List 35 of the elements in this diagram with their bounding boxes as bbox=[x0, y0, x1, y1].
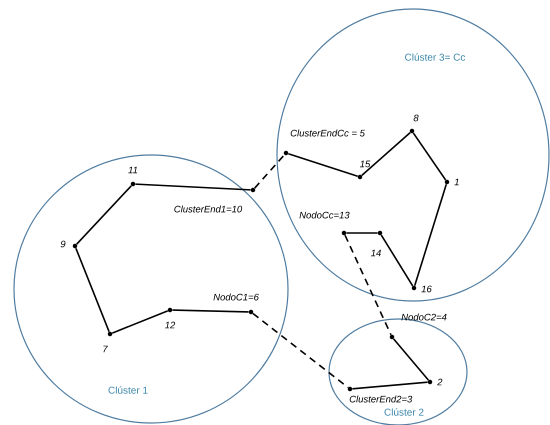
vertex-label: NodoC1=6 bbox=[214, 294, 259, 300]
path-segment bbox=[412, 132, 446, 180]
vertex-label: NodoC2=4 bbox=[402, 314, 447, 320]
cluster-label: Clúster 3= Cc bbox=[405, 53, 466, 61]
vertex-label: 8 bbox=[414, 114, 419, 122]
path-segment bbox=[135, 183, 251, 191]
dashed-link bbox=[344, 234, 392, 336]
path-segment bbox=[76, 185, 132, 245]
path-segment bbox=[75, 248, 110, 332]
vertex-label: ClusterEnd2=3 bbox=[350, 396, 412, 402]
dashed-link bbox=[252, 312, 349, 388]
vertex-label: 11 bbox=[128, 166, 138, 174]
path-segment bbox=[392, 338, 430, 381]
path-segment bbox=[346, 232, 378, 234]
path-segment bbox=[414, 184, 448, 286]
path-segment bbox=[361, 132, 411, 176]
vertex-label: 1 bbox=[454, 178, 459, 186]
path-segment bbox=[352, 381, 428, 390]
vertex-label: 14 bbox=[370, 250, 381, 256]
vertex-label: 16 bbox=[421, 286, 432, 292]
vertex-label: 2 bbox=[437, 378, 442, 386]
cluster-label: Clúster 1 bbox=[108, 386, 148, 394]
vertex-label: NodoCc=13 bbox=[300, 212, 350, 218]
vertex-label: ClusterEnd1=10 bbox=[174, 206, 242, 212]
path-segment bbox=[112, 310, 168, 334]
dashed-link bbox=[254, 154, 285, 189]
vertex-label: 7 bbox=[103, 346, 108, 352]
path-segment bbox=[172, 309, 249, 313]
path-segment bbox=[288, 152, 358, 177]
vertex-label: ClusterEndCc = 5 bbox=[290, 130, 365, 136]
vertex-label: 15 bbox=[360, 160, 370, 168]
cluster-label: Clúster 2 bbox=[384, 408, 424, 416]
vertex-label: 12 bbox=[164, 322, 176, 328]
path-segment bbox=[380, 234, 414, 286]
vertex-label: 9 bbox=[60, 240, 66, 248]
